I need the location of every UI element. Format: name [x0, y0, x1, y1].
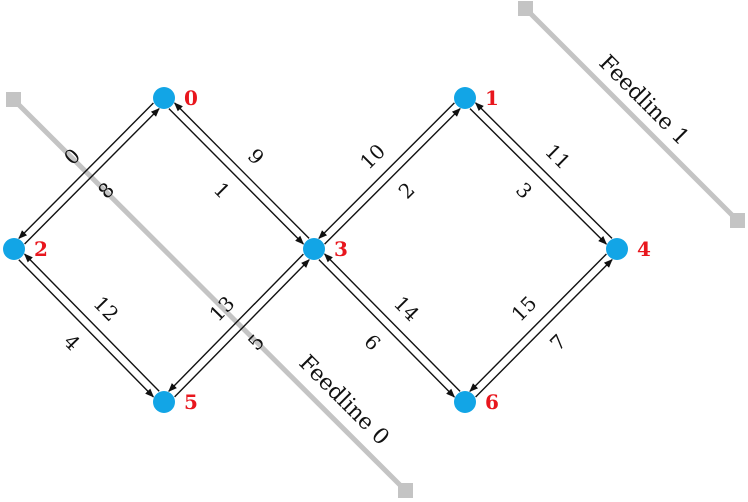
- qubit-node-2: [3, 238, 25, 260]
- qubit-node-6: [454, 391, 476, 413]
- coupling-arrow-3: [469, 108, 608, 245]
- feedline-1: Feedline 1: [518, 1, 745, 228]
- coupling-arrow-7: [475, 258, 613, 398]
- feedline-0-end-pad: [398, 483, 413, 498]
- qubit-label-5: 5: [184, 390, 198, 414]
- coupling-label-7: 7: [545, 329, 571, 355]
- feedline-1-start-pad: [518, 1, 533, 16]
- coupling-arrow-4: [18, 259, 155, 398]
- coupling-arrow-6: [318, 259, 456, 398]
- coupling-label-14: 14: [389, 291, 424, 326]
- qubit-label-4: 4: [637, 237, 651, 261]
- coupling-label-2: 2: [394, 178, 420, 204]
- qubit-node-5: [153, 391, 175, 413]
- coupling-label-6: 6: [359, 329, 385, 355]
- coupling-label-12: 12: [89, 291, 124, 326]
- coupling-arrow-0: [18, 102, 154, 240]
- feedline-1-end-pad: [730, 213, 745, 228]
- qubit-label-3: 3: [334, 237, 348, 261]
- coupling-arrow-10: [318, 102, 455, 240]
- coupling-arrow-14: [323, 253, 461, 392]
- coupling-arrow-11: [474, 102, 613, 239]
- coupling-label-3: 3: [511, 177, 537, 203]
- qubit-label-0: 0: [184, 86, 198, 110]
- feedline-1-line: [523, 6, 739, 222]
- coupling-label-15: 15: [507, 291, 542, 326]
- coupling-label-9: 9: [243, 144, 269, 170]
- coupling-label-11: 11: [540, 139, 575, 174]
- coupling-label-4: 4: [59, 329, 85, 355]
- coupling-arrow-9: [173, 102, 310, 239]
- coupling-arrow-2: [324, 107, 461, 245]
- qubit-node-4: [606, 238, 628, 260]
- feedline-0-start-pad: [6, 92, 21, 107]
- coupling-label-1: 1: [209, 177, 235, 203]
- coupling-arrow-5: [174, 259, 310, 398]
- feedline-0-line: [12, 98, 407, 492]
- coupling-arrow-13: [168, 253, 304, 392]
- coupling-arrow-1: [168, 108, 305, 245]
- qubit-label-6: 6: [485, 390, 499, 414]
- qubit-node-3: [303, 238, 325, 260]
- coupling-arrow-12: [23, 253, 160, 392]
- coupling-label-10: 10: [355, 139, 390, 174]
- qubit-label-1: 1: [485, 86, 499, 110]
- feedline-1-label: Feedline 1: [594, 51, 694, 151]
- coupling-arrow-15: [469, 253, 607, 393]
- coupling-arrow-8: [24, 107, 160, 245]
- qubit-node-1: [454, 87, 476, 109]
- qubit-node-0: [153, 87, 175, 109]
- qubit-label-2: 2: [34, 237, 48, 261]
- feedline-0-label: Feedline 0: [294, 351, 394, 451]
